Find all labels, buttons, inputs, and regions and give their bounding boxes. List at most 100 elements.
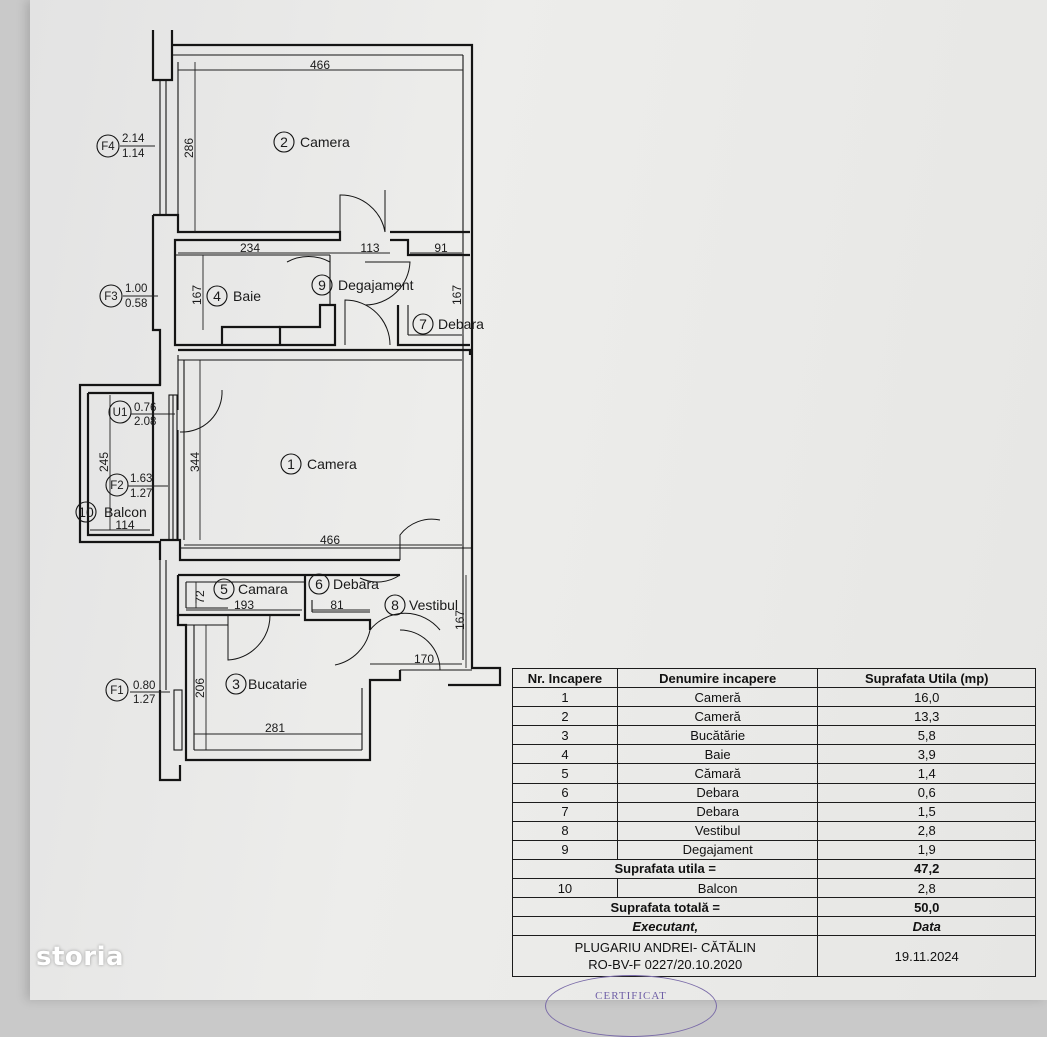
room-1-name: Camera [307,456,357,472]
total-value: 50,0 [817,897,1036,918]
executant-name: PLUGARIU ANDREI- CĂTĂLIN [574,940,756,956]
dim-72: 72 [193,590,207,604]
dim-286: 286 [182,138,196,158]
cell-area: 16,0 [817,687,1036,708]
dim-466-top: 466 [310,58,330,72]
room-7-name: Debara [438,316,484,332]
room-10-number: 10 [78,504,94,520]
balcon-nr: 10 [512,878,618,899]
cell-area: 0,6 [817,782,1036,803]
cell-name: Debara [616,782,819,803]
cell-area: 1,9 [817,839,1036,860]
cell-name: Cameră [616,706,819,727]
dim-281: 281 [265,721,285,735]
room-1-number: 1 [287,456,295,472]
cell-area: 13,3 [817,706,1036,727]
room-2-name: Camera [300,134,350,150]
header-nr: Nr. Incapere [512,667,618,689]
dim-193: 193 [234,598,254,612]
room-10-name: Balcon [104,504,147,520]
cell-nr: 8 [512,820,618,841]
executant-label: Executant, [511,916,819,937]
header-denumire: Denumire incapere [616,667,819,689]
cell-nr: 2 [512,706,618,727]
util-value: 47,2 [817,858,1036,880]
util-row: Suprafata utila = 47,2 [511,858,1036,880]
cell-name: Cameră [616,687,819,708]
dimension-lines [90,62,467,750]
cell-nr: 6 [512,782,618,803]
balcon-name: Balcon [616,878,819,899]
balcon-row: 10 Balcon 2,8 [512,878,1036,899]
room-6-name: Debara [333,576,379,592]
window-f3-width: 1.00 [125,283,147,295]
dim-114: 114 [115,518,134,532]
dim-466-mid: 466 [320,533,340,547]
window-f2-height: 1.27 [130,488,152,500]
total-row: Suprafata totală = 50,0 [511,897,1036,918]
room-9-number: 9 [318,277,326,293]
dim-167-baie: 167 [190,285,204,305]
window-f1-tag: F1 [110,685,123,697]
interior-walls [153,62,472,762]
util-label: Suprafata utila = [511,858,819,880]
executant-code: RO-BV-F 0227/20.10.2020 [588,957,743,973]
dim-167-debara: 167 [450,285,464,305]
window-strips [168,394,183,751]
data-label: Data [817,916,1036,937]
cell-nr: 1 [512,687,618,708]
floor-plan: 466 286 234 113 91 167 167 344 245 114 4… [75,30,502,782]
window-f4-tag: F4 [101,141,115,153]
cell-area: 3,9 [817,744,1036,765]
dim-167-vestibul: 167 [453,610,467,630]
cell-name: Vestibul [616,820,819,841]
cell-area: 1,5 [817,801,1036,822]
cell-nr: 4 [512,744,618,765]
cell-area: 1,4 [817,763,1036,784]
window-f3-tag: F3 [104,291,117,303]
window-f2-width: 1.63 [130,473,152,485]
room-3-name: Bucatarie [248,676,307,692]
room-5-number: 5 [220,581,228,597]
dim-81: 81 [330,598,344,612]
header-suprafata: Suprafata Utila (mp) [817,667,1036,689]
stamp-text: CERTIFICAT [595,990,667,1002]
room-6-number: 6 [315,576,323,592]
window-f1-width: 0.80 [133,680,155,692]
dim-344: 344 [188,452,202,472]
room-8-name: Vestibul [409,597,458,613]
room-3-number: 3 [232,676,240,692]
balcon-value: 2,8 [817,878,1036,899]
window-f1-height: 1.27 [133,694,155,706]
room-4-name: Baie [233,288,261,304]
room-7-number: 7 [419,316,427,332]
outer-walls [78,30,502,782]
room-4-number: 4 [213,288,221,304]
cell-name: Bucătărie [616,725,819,746]
dim-245: 245 [97,452,111,472]
window-u1-height: 2.08 [134,416,156,428]
cell-nr: 3 [512,725,618,746]
window-f3-height: 0.58 [125,298,147,310]
door-swings [179,190,441,671]
dim-170: 170 [414,652,434,666]
executant-cell: PLUGARIU ANDREI- CĂTĂLIN RO-BV-F 0227/20… [511,935,819,978]
cell-name: Cămară [616,763,819,784]
executant-header-row: Executant, Data [511,916,1036,937]
dim-206: 206 [193,678,207,698]
cell-area: 5,8 [817,725,1036,746]
executant-date: 19.11.2024 [817,935,1036,978]
total-label: Suprafata totală = [511,897,819,918]
window-f4-width: 2.14 [122,133,145,145]
executant-row: PLUGARIU ANDREI- CĂTĂLIN RO-BV-F 0227/20… [511,935,1036,978]
cell-name: Debara [616,801,819,822]
area-table: Nr. Incapere Denumire incapere Suprafata… [511,667,1036,978]
cell-name: Baie [616,744,819,765]
